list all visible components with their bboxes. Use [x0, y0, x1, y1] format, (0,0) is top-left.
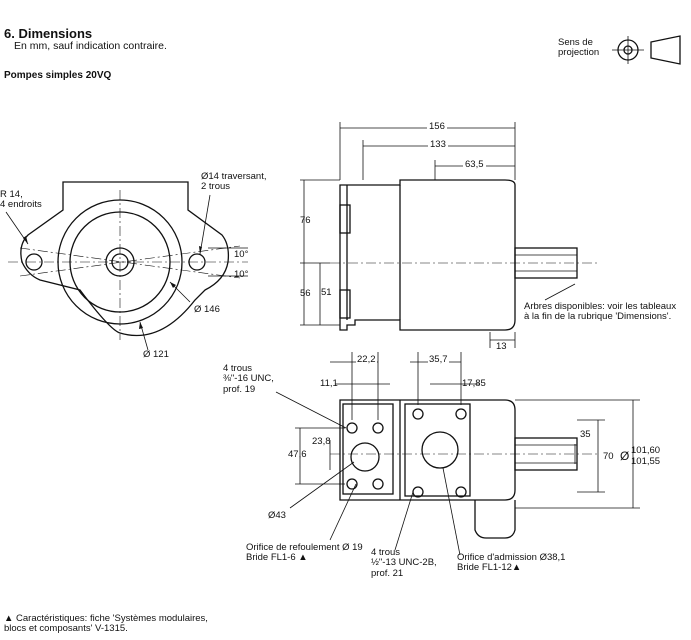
pilot-diameter-dim: Ø 121 [143, 349, 169, 360]
dim-70: 70 [603, 451, 614, 462]
inlet-holes-note: 4 trous ½"-13 UNC-2B, prof. 21 [371, 547, 437, 579]
dim-47-6: 47,6 [288, 449, 307, 460]
pilot-dia-max: 101,60 [631, 445, 661, 456]
dim-foot-height: 51 [321, 287, 332, 298]
dim-22-2: 22,2 [356, 354, 377, 365]
shaft-options-note: Arbres disponibles: voir les tableaux à … [524, 301, 677, 323]
dim-35: 35 [580, 429, 591, 440]
front-view [5, 181, 248, 351]
inlet-port-note: Orifice d'admission Ø38,1 Bride FL1-12▲ [457, 552, 566, 574]
angle-label-top: 10° [234, 249, 249, 260]
dim-35-7: 35,7 [428, 354, 449, 365]
pilot-dia-min: 101,55 [631, 456, 661, 467]
dim-upper-height: 76 [300, 215, 311, 226]
dim-overall-length: 156 [427, 121, 447, 132]
dim-17-85: 17,85 [462, 378, 486, 389]
dim-23-8: 23,8 [312, 436, 331, 447]
outlet-dia-dim: Ø43 [268, 510, 286, 521]
footnote: ▲ Caractéristiques: fiche 'Systèmes modu… [4, 613, 208, 635]
side-view [300, 122, 600, 348]
outlet-holes-note: 4 trous ⅜"-16 UNC, prof. 19 [223, 363, 274, 395]
projection-symbol-icon [612, 35, 681, 65]
through-hole-note: Ø14 traversant, 2 trous [201, 171, 267, 193]
dim-shaft-projection: 13 [496, 341, 507, 352]
dim-body-length: 133 [428, 139, 448, 150]
top-view [275, 352, 640, 556]
dim-11-1: 11,1 [320, 378, 338, 389]
subsection-title: Pompes simples 20VQ [4, 70, 112, 81]
dim-cover-length: 63,5 [463, 159, 486, 170]
bolt-circle-dim: Ø 146 [194, 304, 220, 315]
pilot-dia-symbol: Ø [620, 449, 630, 463]
dim-lower-height: 56 [300, 288, 311, 299]
units-note: En mm, sauf indication contraire. [14, 40, 167, 52]
angle-label-bottom: 10° [234, 269, 249, 280]
outlet-port-note: Orifice de refoulement Ø 19 Bride FL1-6 … [246, 542, 363, 564]
section-title: 6. Dimensions [4, 26, 93, 41]
projection-label: Sens de projection [558, 37, 600, 59]
radius-note: R 14, 4 endroits [0, 189, 42, 211]
